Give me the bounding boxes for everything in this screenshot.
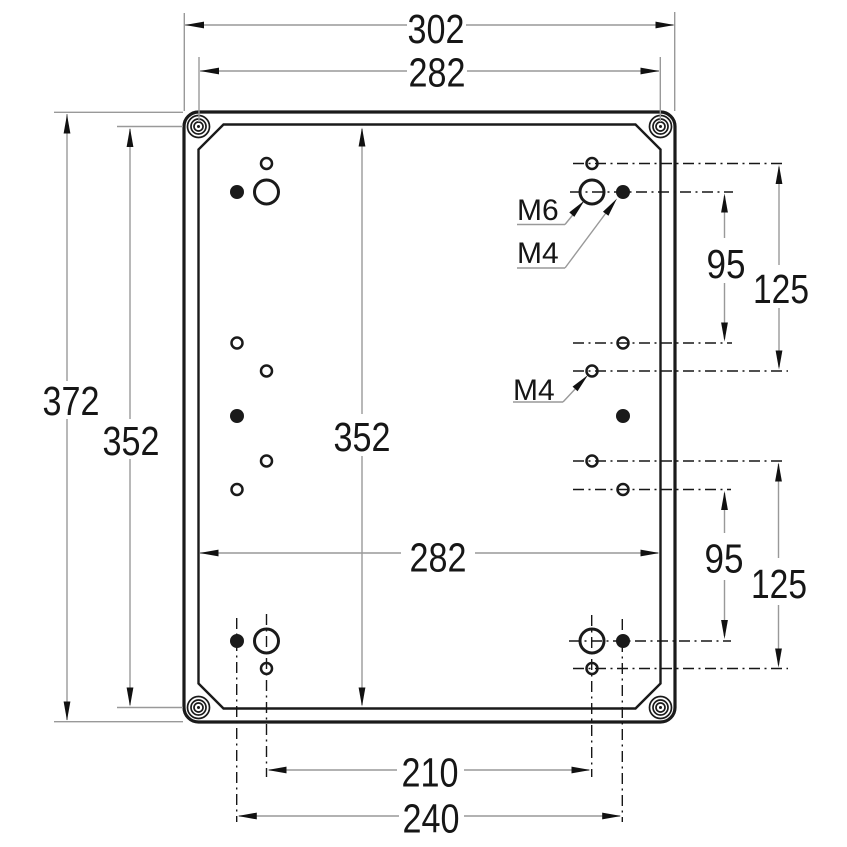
dim-right-bottom-95-value: 95 (705, 536, 744, 582)
dim-right-top-95-value: 95 (707, 241, 746, 287)
dim-inner-width: 282 (199, 535, 660, 581)
hole-large-bottom-left (253, 627, 280, 655)
dim-bottom-outer: 240 (237, 796, 622, 842)
hole-small-lower-left-outer (230, 482, 244, 497)
dim-bottom-inner-value: 210 (402, 750, 459, 796)
hole-small-lower-right-outer (616, 482, 630, 497)
dim-bottom-outer-value: 240 (403, 796, 460, 842)
hole-small-lower-left-inner (259, 454, 274, 468)
hole-small-bottom-right (585, 661, 599, 676)
dim-outer-height-value: 372 (43, 378, 100, 424)
dim-outer-width: 302 (183, 6, 676, 111)
mounting-holes (230, 156, 630, 676)
dim-right-bottom-95: 95 (705, 491, 744, 639)
callout-m6: M6 (517, 194, 585, 227)
dim-right-top-125-value: 125 (753, 266, 809, 312)
corner-screw-bottom-left (186, 695, 211, 720)
hole-m4-small-mid-right (585, 364, 599, 378)
hole-m4-dot-top-right (616, 185, 630, 199)
hole-small-top-left (259, 156, 274, 171)
dim-bottom-inner: 210 (267, 750, 591, 796)
corner-screw-bottom-right (648, 695, 673, 720)
hole-small-mid-left-inner (259, 364, 274, 378)
dim-right-top-125: 125 (753, 165, 809, 370)
dim-center-height: 352 (334, 127, 391, 707)
hole-large-bottom-right (578, 627, 606, 655)
hole-small-bottom-left (259, 661, 274, 676)
hole-small-mid-right-outer (616, 336, 630, 350)
dim-screw-width-value: 282 (409, 50, 466, 96)
dim-center-height-value: 352 (334, 414, 391, 460)
dim-right-bottom-125: 125 (751, 462, 807, 668)
dim-right-bottom-125-value: 125 (751, 561, 807, 607)
dim-screw-height: 352 (103, 125, 183, 709)
callout-m4-top-label: M4 (517, 237, 559, 270)
centerlines (236, 162, 788, 822)
dim-outer-height: 372 (43, 111, 183, 723)
callout-m6-label: M6 (517, 194, 559, 227)
dim-screw-width: 282 (198, 50, 661, 122)
dim-outer-width-value: 302 (408, 6, 465, 52)
hole-small-lower-right-inner (585, 454, 599, 468)
dim-inner-width-value: 282 (410, 535, 467, 581)
callout-m4-mid: M4 (513, 374, 588, 407)
hole-small-top-right (585, 156, 599, 171)
hole-dot-bottom-right (616, 634, 630, 648)
enclosure-outer-outline (182, 110, 677, 724)
hole-dot-top-left (230, 185, 244, 199)
callout-m4-top: M4 (517, 198, 617, 270)
dim-screw-height-value: 352 (103, 418, 160, 464)
hole-large-top-left (253, 178, 280, 206)
hole-m6-top-right (578, 178, 606, 206)
enclosure-inner-outline (197, 123, 662, 710)
hole-small-mid-left-outer (230, 336, 244, 350)
hole-dot-bottom-left (230, 634, 244, 648)
dim-right-top-95: 95 (707, 193, 746, 342)
hole-dot-mid-right (616, 409, 630, 423)
hole-dot-mid-left (230, 409, 244, 423)
